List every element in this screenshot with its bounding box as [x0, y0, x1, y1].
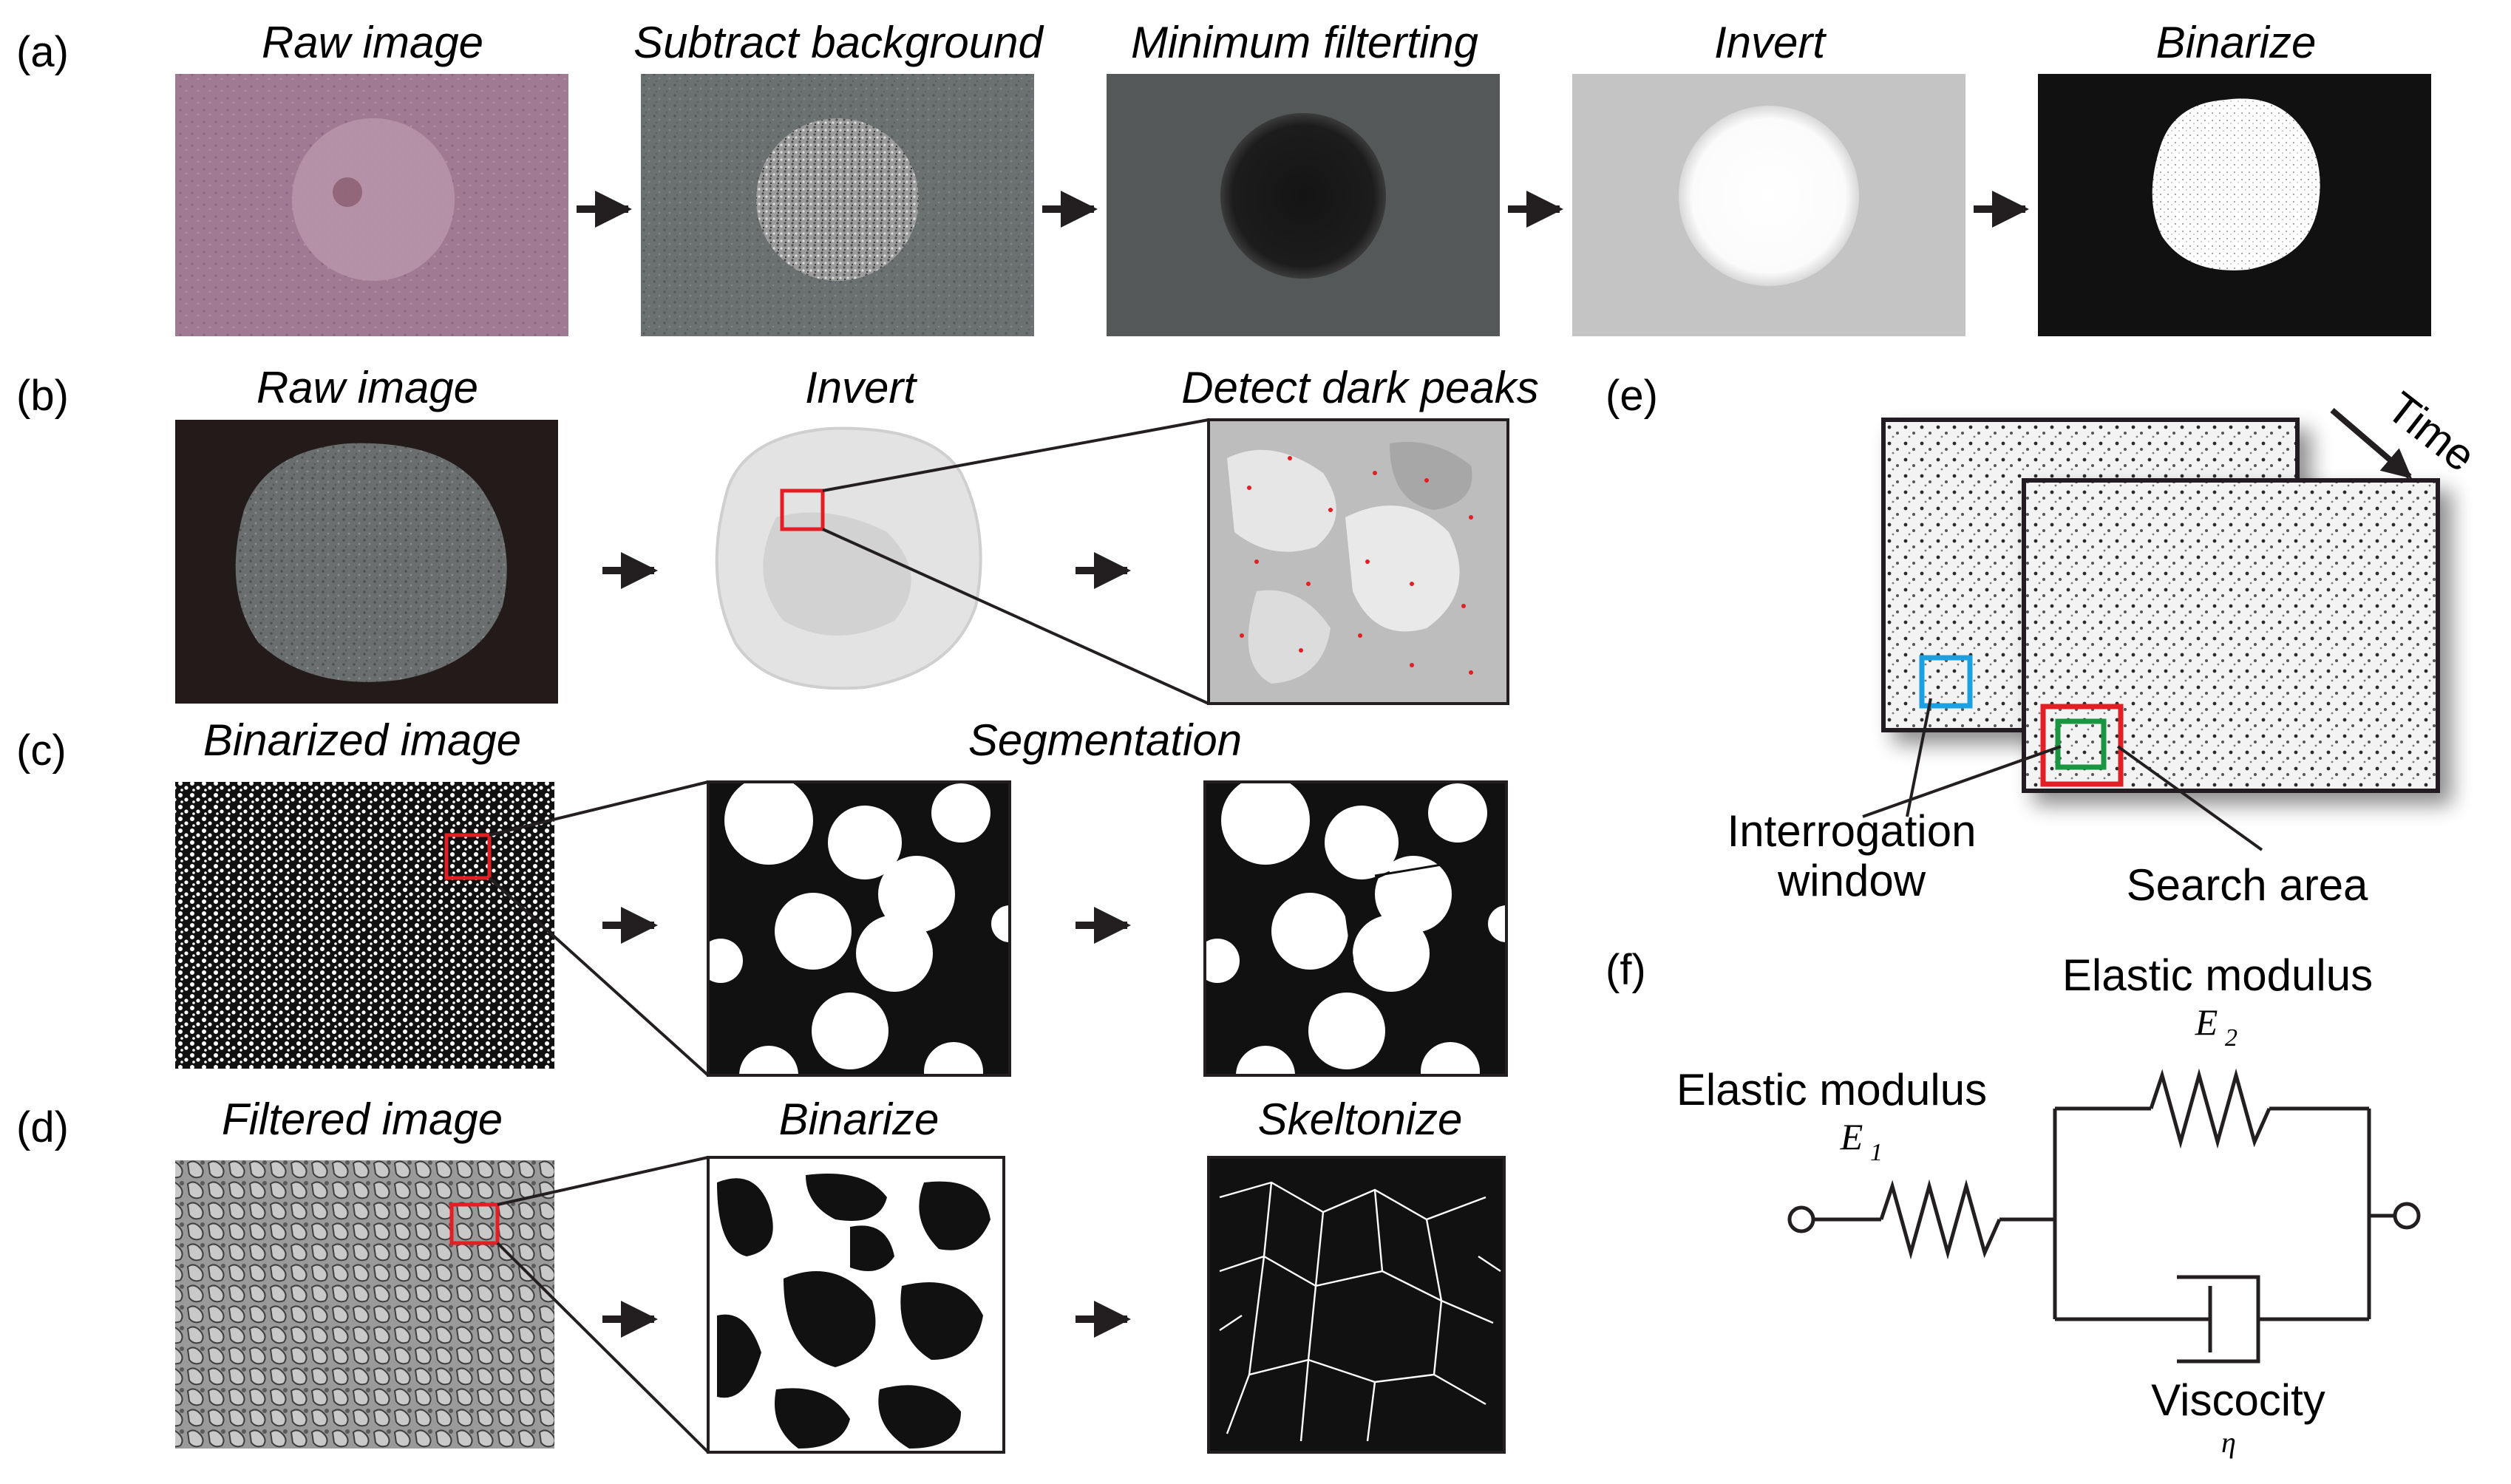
viscoelastic-circuit [1787, 1068, 2421, 1364]
zoom-box-d [449, 1202, 500, 1245]
time-arrow [2330, 407, 2413, 480]
caption-a-minimum-filtering: Minimum filterting [1131, 18, 1478, 67]
image-a-subtract-background [641, 74, 1034, 336]
image-b-detect-dark-peaks [1207, 418, 1509, 705]
viscosity-symbol: η [2221, 1426, 2236, 1459]
caption-c-binarized-image: Binarized image [203, 715, 521, 765]
caption-d-filtered-image: Filtered image [222, 1095, 503, 1144]
zoom-line-b-bottom [822, 528, 1209, 705]
panel-c-label: (c) [16, 726, 67, 775]
image-a-raw [175, 74, 568, 336]
caption-b-detect-dark-peaks: Detect dark peaks [1181, 363, 1539, 412]
zoom-line-d-bottom [496, 1242, 710, 1454]
zoom-line-b-top [822, 418, 1209, 492]
inner-window-box [2055, 718, 2107, 770]
interrogation-label-line2: window [1777, 856, 1926, 905]
search-area-label: Search area [2127, 860, 2368, 910]
image-a-minimum-filtering [1107, 74, 1500, 336]
image-c-binarized [175, 782, 554, 1069]
interrogation-label-line1: Interrogation [1727, 806, 1977, 856]
e1-label: Elastic modulus [1676, 1065, 1987, 1114]
panel-f-label: (f) [1606, 946, 1646, 994]
image-d-binarize [707, 1156, 1005, 1454]
image-b-invert [715, 426, 982, 690]
e1-subscript: 1 [1870, 1139, 1883, 1166]
piv-frame-front [2022, 478, 2440, 793]
image-d-skeletonize [1207, 1156, 1506, 1454]
image-a-binarize [2038, 74, 2431, 336]
caption-a-invert: Invert [1714, 18, 1827, 67]
viscosity-label: Viscocity [2151, 1375, 2325, 1425]
caption-a-binarize: Binarize [2156, 18, 2317, 67]
panel-e-label: (e) [1606, 372, 1658, 420]
caption-a-subtract-background: Subtract background [633, 18, 1044, 67]
pointer-interrogation-1 [1906, 698, 1932, 817]
search-area-box [2040, 704, 2124, 787]
e2-subscript: 2 [2225, 1024, 2238, 1052]
panel-d-label: (d) [16, 1103, 69, 1151]
image-b-raw [175, 420, 558, 704]
caption-a-raw-image: Raw image [262, 18, 483, 67]
image-d-filtered [175, 1160, 554, 1449]
caption-c-segmentation: Segmentation [968, 715, 1242, 765]
e2-label: Elastic modulus [2062, 950, 2373, 1000]
image-a-invert [1572, 74, 1965, 336]
panel-b-label: (b) [16, 372, 69, 420]
image-c-segmentation-after [1195, 776, 1525, 1105]
image-c-segmentation-before [699, 776, 1028, 1105]
caption-b-raw-image: Raw image [256, 363, 478, 412]
zoom-box-b [780, 489, 825, 531]
panel-a-label: (a) [16, 28, 69, 76]
zoom-box-c [444, 833, 492, 880]
interrogation-window-box [1919, 655, 1973, 709]
zoom-line-c-top [489, 780, 709, 837]
zoom-line-d-top [497, 1156, 709, 1206]
zoom-line-c-bottom [488, 877, 710, 1077]
e1-symbol: E [1840, 1116, 1863, 1157]
e2-symbol: E [2195, 1001, 2218, 1043]
caption-d-binarize: Binarize [779, 1095, 939, 1144]
pointer-search-area [2116, 745, 2263, 851]
pointer-interrogation-2 [1862, 745, 2062, 818]
caption-b-invert: Invert [805, 363, 917, 412]
caption-d-skeltonize: Skeltonize [1258, 1095, 1463, 1144]
